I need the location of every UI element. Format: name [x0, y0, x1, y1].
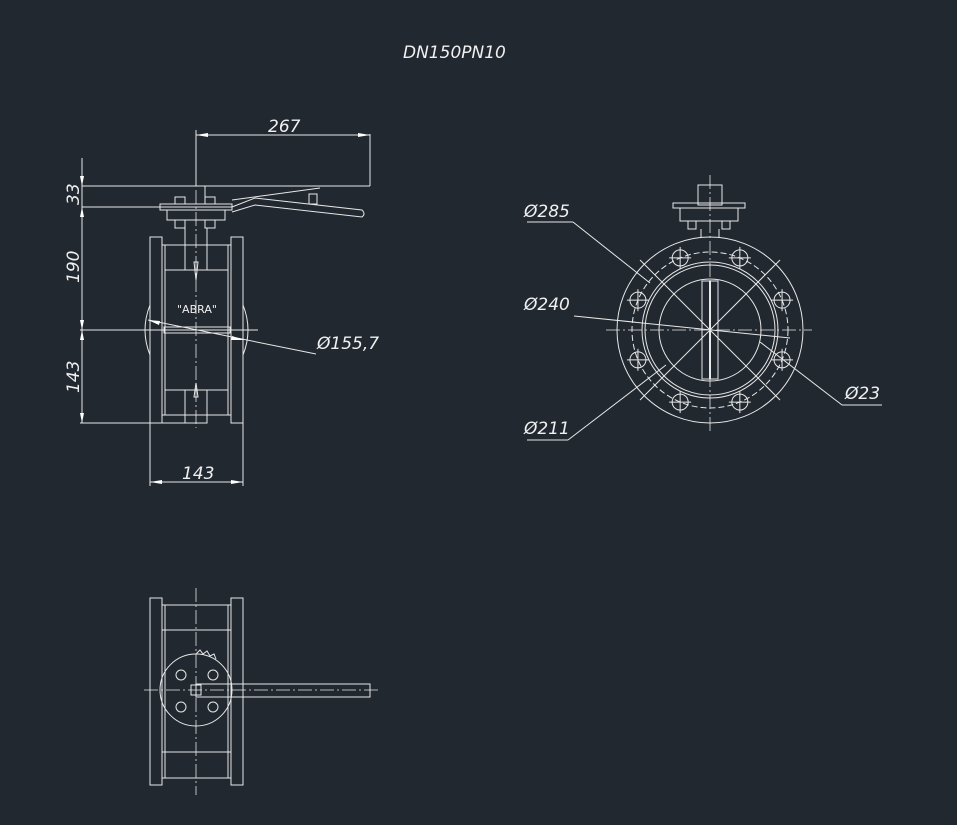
dim-flange-outer: Ø285: [523, 202, 570, 222]
brand-label: "ABRA": [177, 303, 217, 316]
dim-handle-length: 267: [268, 117, 301, 137]
drawing-title: DN150PN10: [403, 43, 506, 63]
front-view: Ø285 Ø240 Ø211 Ø23: [523, 175, 882, 441]
dim-body-width: 143: [182, 464, 214, 484]
side-view: "ABRA" 267 33 190 143 143 Ø155,7: [64, 117, 379, 486]
dim-seat: Ø211: [523, 419, 570, 439]
dim-top-height: 33: [64, 183, 84, 205]
dim-bolt-hole: Ø23: [844, 384, 880, 404]
dim-lower-height: 143: [64, 361, 84, 393]
dim-bolt-circle: Ø240: [523, 295, 570, 315]
dim-upper-height: 190: [64, 251, 84, 283]
dim-disc-diameter: Ø155,7: [316, 334, 379, 354]
top-view: [144, 588, 380, 795]
